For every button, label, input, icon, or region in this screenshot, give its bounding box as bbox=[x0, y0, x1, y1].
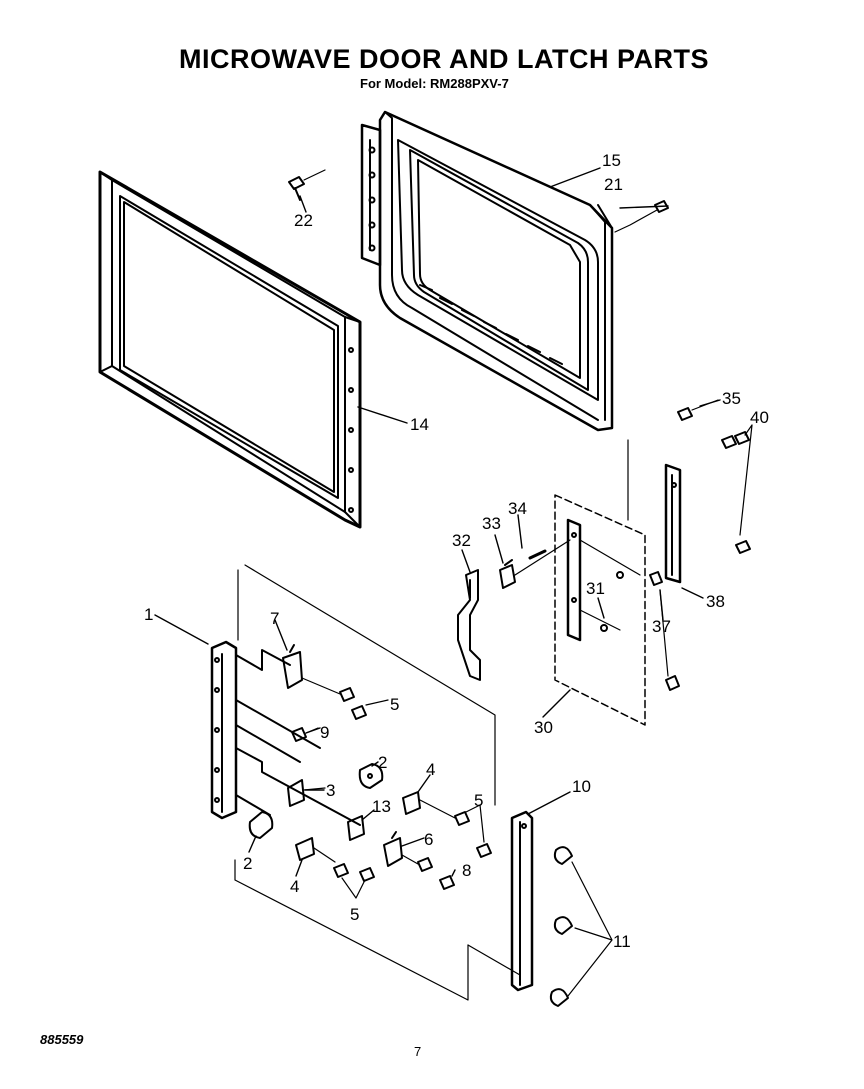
document-number: 885559 bbox=[40, 1032, 84, 1047]
callout-2-upper: 2 bbox=[378, 753, 387, 772]
screw-part-21 bbox=[614, 200, 669, 233]
callout-32: 32 bbox=[452, 531, 471, 550]
screw-part-22 bbox=[288, 169, 326, 201]
callout-labels: 15 21 22 14 35 40 34 33 32 31 38 37 30 1… bbox=[144, 151, 769, 951]
callout-38: 38 bbox=[706, 592, 725, 611]
callout-35: 35 bbox=[722, 389, 741, 408]
switch-part-13 bbox=[347, 815, 365, 841]
switch-part-2-lower bbox=[248, 811, 274, 839]
callout-37: 37 bbox=[652, 617, 671, 636]
callout-9: 9 bbox=[320, 723, 329, 742]
callout-1: 1 bbox=[144, 605, 153, 624]
callout-31: 31 bbox=[586, 579, 605, 598]
switch-part-2-upper bbox=[358, 763, 384, 789]
callout-10: 10 bbox=[572, 777, 591, 796]
callout-3: 3 bbox=[326, 781, 335, 800]
callout-6: 6 bbox=[424, 830, 433, 849]
callout-33: 33 bbox=[482, 514, 501, 533]
inner-door-part-15 bbox=[360, 110, 614, 432]
callout-5-middle: 5 bbox=[474, 791, 483, 810]
switch-part-4-upper bbox=[402, 791, 456, 819]
switch-part-7 bbox=[282, 644, 303, 689]
bracket-part-38 bbox=[664, 463, 682, 584]
screws-part-11 bbox=[549, 846, 613, 1007]
callout-21: 21 bbox=[604, 175, 623, 194]
latch-lever-part-32 bbox=[457, 569, 481, 681]
screws-part-5-upper bbox=[301, 677, 389, 720]
callout-2-lower: 2 bbox=[243, 854, 252, 873]
model-subtitle: For Model: RM288PXV-7 bbox=[360, 76, 509, 91]
callout-15: 15 bbox=[602, 151, 621, 170]
callout-4-lower: 4 bbox=[290, 877, 299, 896]
callout-30: 30 bbox=[534, 718, 553, 737]
callout-34: 34 bbox=[508, 499, 527, 518]
door-frame-part-14 bbox=[98, 170, 362, 529]
callout-40: 40 bbox=[750, 408, 769, 427]
callout-11: 11 bbox=[613, 932, 631, 951]
latch-subassembly-outline-30 bbox=[554, 439, 646, 726]
screws-part-5-middle bbox=[454, 804, 492, 858]
leader-lines bbox=[154, 167, 721, 877]
latch-parts-33-34 bbox=[499, 539, 571, 589]
callout-22: 22 bbox=[294, 211, 313, 230]
screws-part-5-lower bbox=[333, 863, 375, 899]
callout-5-upper: 5 bbox=[390, 695, 399, 714]
switch-part-4-lower bbox=[295, 837, 336, 863]
page-title: MICROWAVE DOOR AND LATCH PARTS bbox=[179, 44, 709, 74]
screws-part-35-40 bbox=[677, 399, 753, 554]
latch-plate bbox=[566, 518, 680, 691]
switch-part-6 bbox=[383, 831, 403, 867]
latch-bar-part-10 bbox=[510, 810, 534, 992]
page-number: 7 bbox=[414, 1044, 422, 1059]
callout-5-lower: 5 bbox=[350, 905, 359, 924]
latch-bracket-part-1 bbox=[210, 640, 361, 826]
callout-4-upper: 4 bbox=[426, 760, 435, 779]
callout-7: 7 bbox=[270, 609, 279, 628]
callout-8: 8 bbox=[462, 861, 471, 880]
callout-13: 13 bbox=[372, 797, 391, 816]
callout-14: 14 bbox=[410, 415, 429, 434]
screws-part-8 bbox=[401, 854, 455, 890]
